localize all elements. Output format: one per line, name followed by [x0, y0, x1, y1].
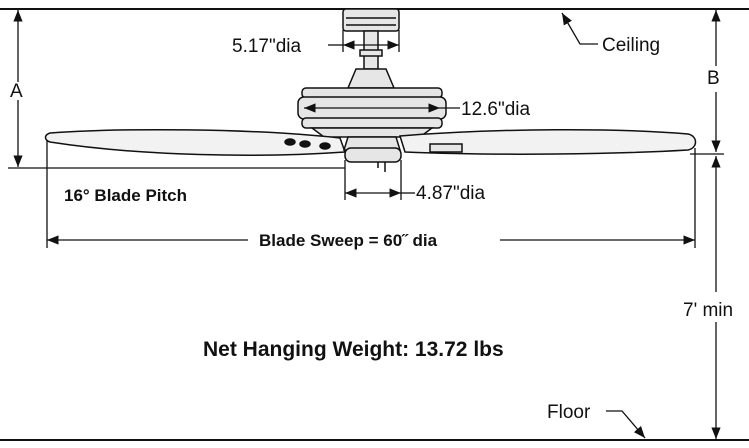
- floor-pointer: [606, 410, 646, 439]
- downrod: [359, 30, 383, 70]
- net-weight-label: Net Hanging Weight: 13.72 lbs: [203, 338, 504, 361]
- fan-blade-left: [44, 128, 347, 156]
- light-kit-diameter-label: 4.87"dia: [416, 183, 486, 204]
- dimension-b-label: B: [707, 68, 720, 89]
- ceiling-label: Ceiling: [602, 35, 660, 56]
- dimension-b-line: [690, 10, 724, 155]
- floor-label: Floor: [547, 402, 591, 423]
- fan-blade-right: [399, 128, 697, 155]
- min-height-label: 7' min: [683, 300, 733, 321]
- blade-sweep-label: Blade Sweep = 60˝ dia: [259, 231, 438, 250]
- motor-diameter-label: 12.6"dia: [461, 99, 531, 120]
- motor-housing: [297, 87, 447, 138]
- canopy-diameter-dimension: [328, 30, 400, 52]
- switch-housing: [342, 136, 402, 172]
- blade-pitch-label: 16° Blade Pitch: [64, 186, 187, 205]
- dimension-a-label: A: [10, 81, 23, 102]
- fan-canopy: [342, 8, 400, 32]
- blade-sweep-dimension: [46, 140, 696, 248]
- canopy-diameter-label: 5.17"dia: [232, 36, 302, 57]
- motor-coupler: [346, 68, 396, 89]
- dimension-a-line: [8, 10, 345, 169]
- light-kit-diameter-dimension: [344, 160, 415, 200]
- ceiling-pointer: [561, 12, 598, 45]
